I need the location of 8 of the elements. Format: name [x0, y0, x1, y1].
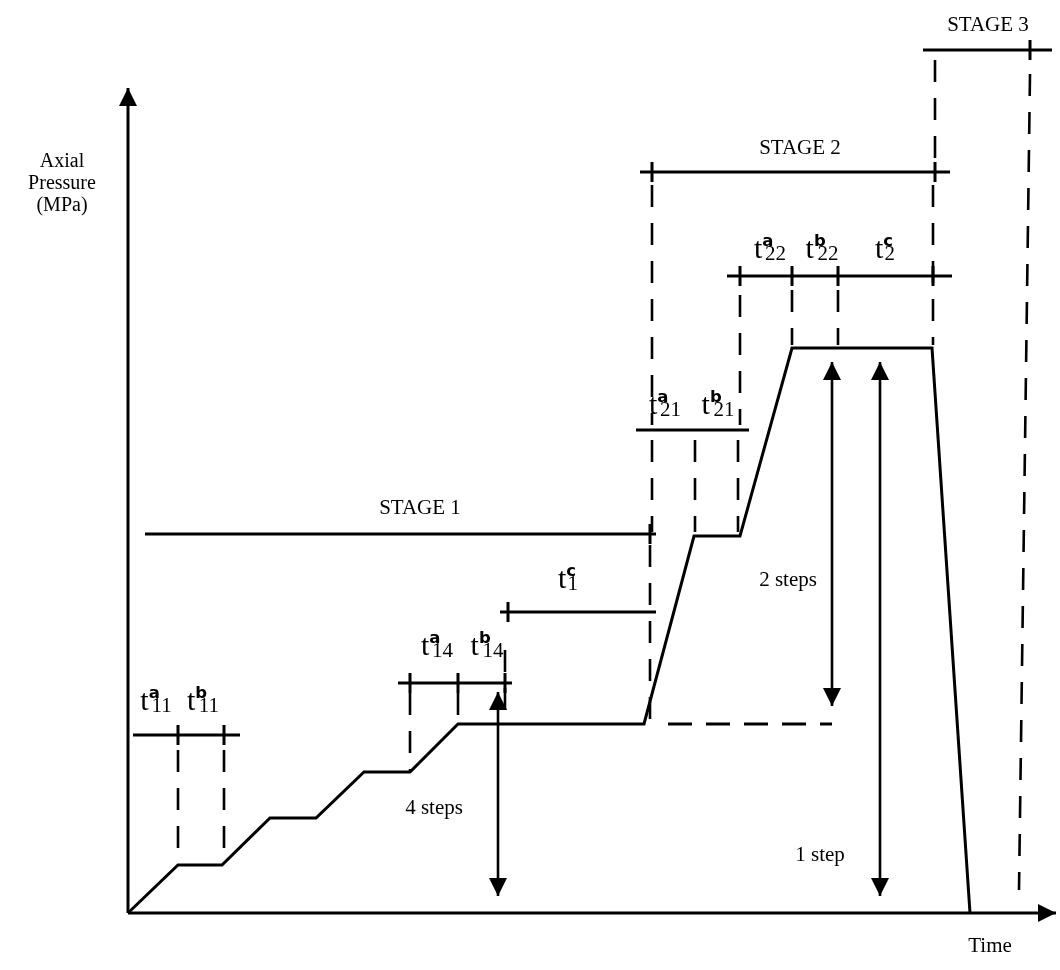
- axis-title: Time: [968, 934, 1012, 958]
- axis-title: Axial Pressure (MPa): [27, 149, 97, 215]
- stage-label: STAGE 3: [947, 13, 1029, 37]
- step-count-label: 4 steps: [405, 796, 463, 820]
- step-count-label: 2 steps: [759, 568, 817, 592]
- stage-label: STAGE 1: [379, 496, 461, 520]
- step-count-label: 1 step: [795, 843, 845, 867]
- stage-label: STAGE 2: [759, 136, 841, 160]
